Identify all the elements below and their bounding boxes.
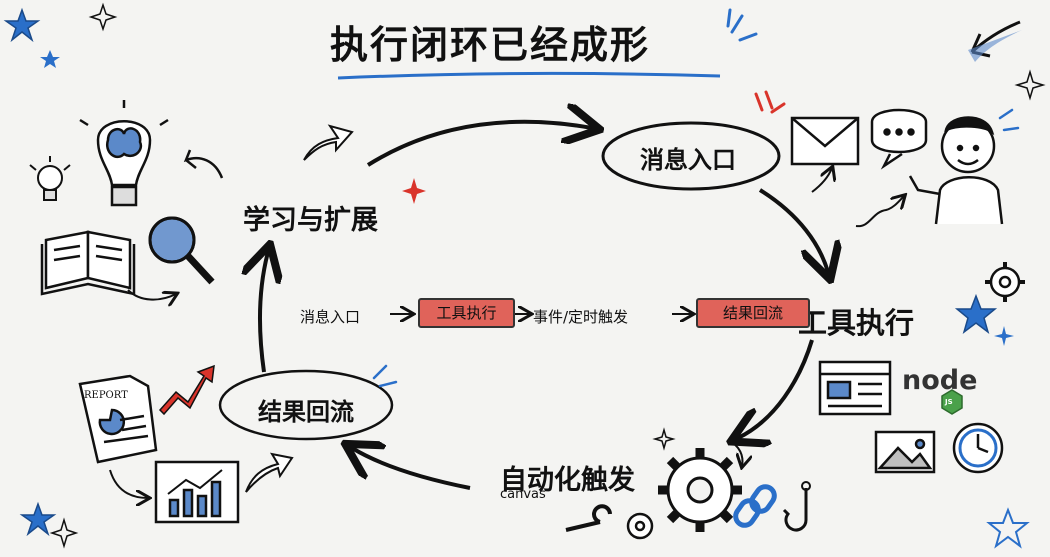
node-message-entry: 消息入口 <box>640 146 736 174</box>
envelope-icon <box>790 116 860 166</box>
curved-arrow-fill <box>968 30 1022 62</box>
report-label: REPORT <box>84 390 128 401</box>
star-icon <box>954 293 998 334</box>
nodejs-logo-icon <box>941 389 963 415</box>
speech-bubble-icon <box>870 108 928 170</box>
rotate-arrow-icon <box>727 439 742 466</box>
node-tool-execution: 工具执行 <box>798 306 915 340</box>
arrow-message-to-tool <box>758 188 828 272</box>
motion-lines-icon <box>998 108 1020 132</box>
arrow-auto-to-result <box>352 448 471 490</box>
squiggle-arrow-icon <box>855 196 904 228</box>
curve-arrow-icon <box>811 168 832 193</box>
result-node-ellipse <box>218 369 394 441</box>
magnifier-icon <box>148 216 215 285</box>
flow-step-result: 结果回流 <box>696 298 810 328</box>
image-frame-icon <box>874 430 936 474</box>
gear-large-icon <box>658 448 742 532</box>
browser-window-icon <box>818 360 892 416</box>
arrow-learn-to-message <box>366 122 592 167</box>
sparkle-icon <box>1014 69 1046 101</box>
flow-step-message: 消息入口 <box>300 308 361 326</box>
node-learn-expand: 学习与扩展 <box>243 205 378 236</box>
star-icon <box>3 7 41 43</box>
flow-step-event: 事件/定时触发 <box>533 308 629 326</box>
book-icon <box>40 230 136 296</box>
curve-arrow-icon <box>109 469 148 498</box>
sparkle-red-icon <box>402 178 426 204</box>
sparkle-icon <box>994 326 1014 346</box>
flow-step-tool: 工具执行 <box>418 298 515 328</box>
waving-person-icon <box>908 116 1004 225</box>
result-sparkle-icon <box>372 364 398 388</box>
arrow-tool-to-auto <box>738 339 814 438</box>
hook-icon <box>782 488 808 532</box>
title-underline <box>337 71 721 80</box>
brain-lightbulb-icon <box>79 100 169 207</box>
trend-up-icon <box>158 364 215 416</box>
nodejs-badge: JS <box>945 398 953 406</box>
canvas-label: canvas <box>500 487 546 502</box>
sparkle-icon <box>88 2 118 32</box>
node-auto-trigger: 自动化触发 <box>500 465 635 496</box>
up-arrow-icon <box>245 452 294 493</box>
gear-small-icon <box>626 512 654 540</box>
page-title: 执行闭环已经成形 <box>330 23 651 67</box>
clock-icon <box>952 422 1004 474</box>
message-node-ellipse <box>601 121 781 191</box>
report-document-icon <box>78 374 158 464</box>
hook-eye <box>801 481 811 491</box>
up-arrow-icon <box>303 124 354 161</box>
lightbulb-small-icon <box>29 156 71 201</box>
star-icon <box>19 501 57 537</box>
chain-link-icon <box>733 484 777 528</box>
node-result-feedback: 结果回流 <box>258 398 354 426</box>
gear-icon <box>985 262 1025 302</box>
sparkle-icon <box>652 427 676 451</box>
growth-chart-icon <box>154 460 240 524</box>
star-outline-icon <box>986 507 1030 549</box>
star-small-icon <box>40 50 60 68</box>
return-arrow-icon <box>183 149 224 179</box>
curve-arrow-icon <box>127 289 176 300</box>
arrow-result-to-learn <box>260 252 268 373</box>
nodejs-logo-text: node <box>902 365 978 396</box>
wrench-icon <box>565 504 612 532</box>
title-sparkle-icon <box>726 8 758 42</box>
message-accent-icon <box>754 90 786 114</box>
sparkle-icon <box>49 517 79 549</box>
